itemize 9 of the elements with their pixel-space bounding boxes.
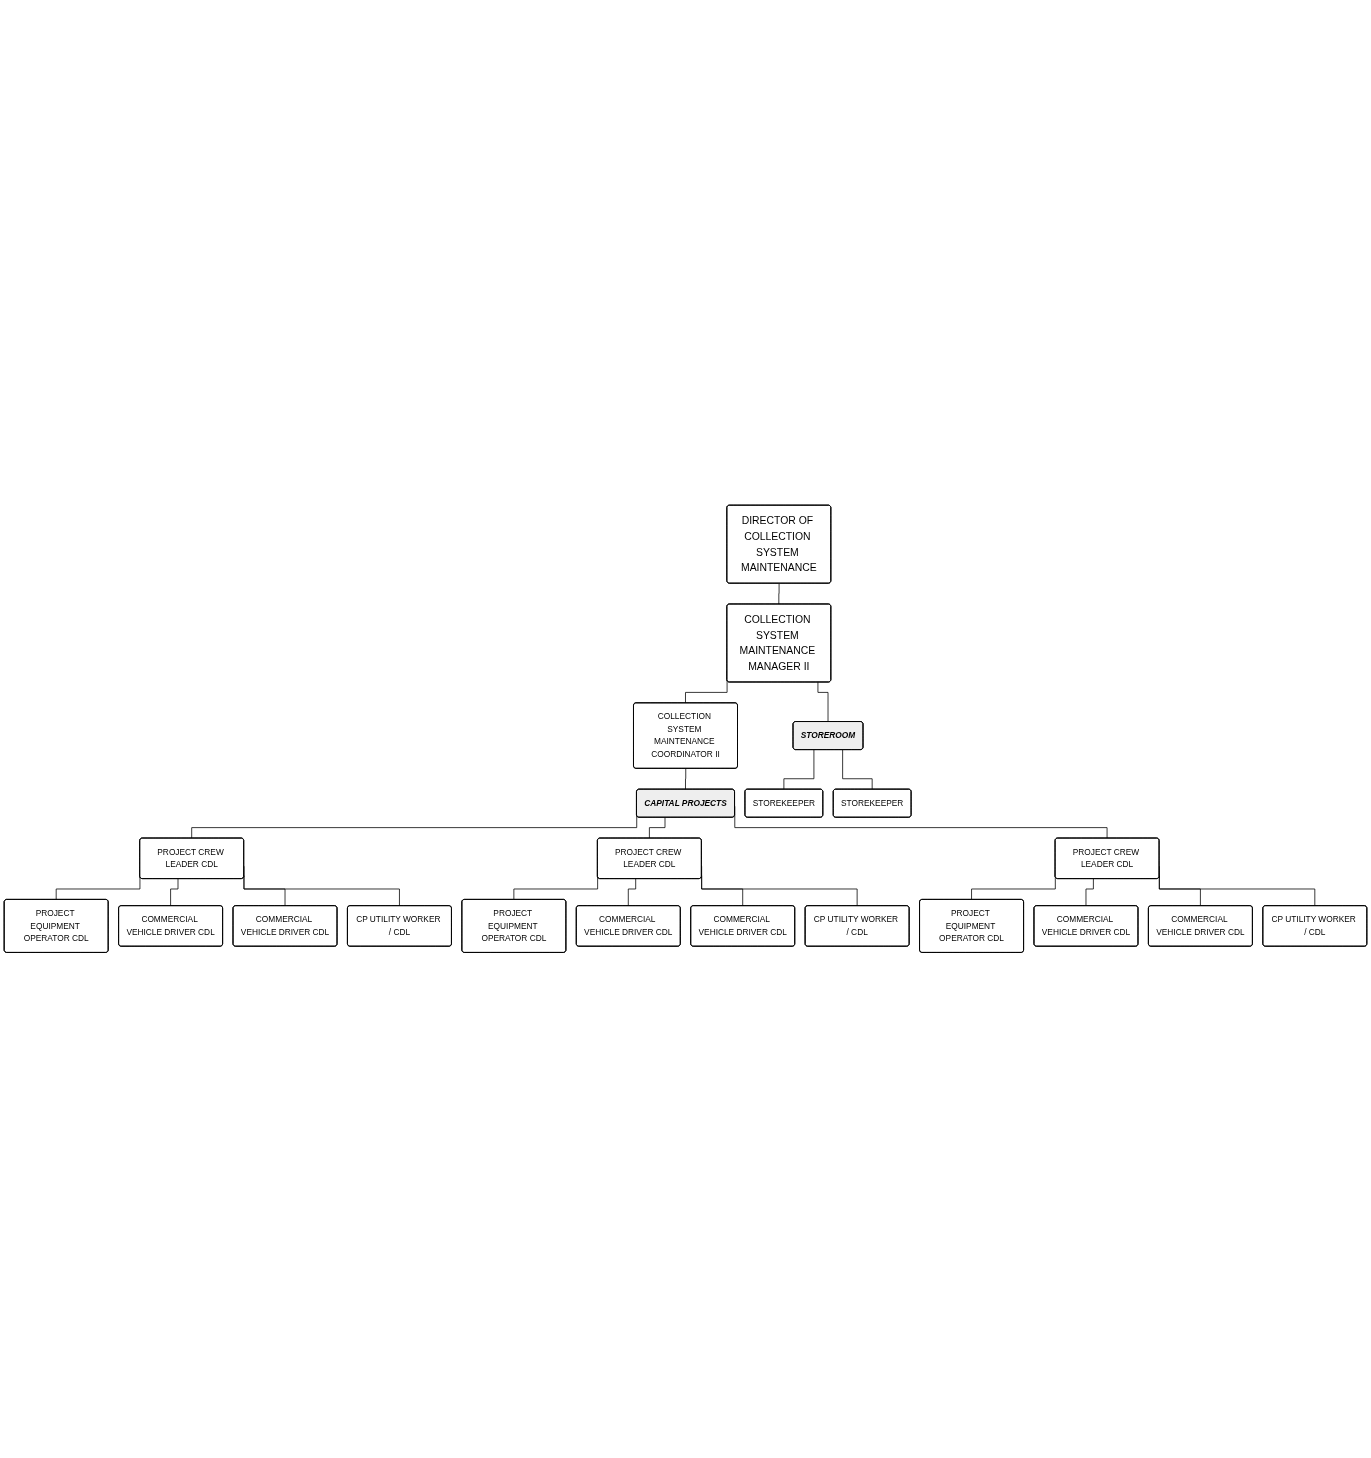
connector	[778, 583, 780, 605]
connector	[783, 749, 815, 790]
connector	[842, 749, 873, 790]
connector	[685, 768, 687, 790]
connector	[170, 878, 179, 907]
connector	[627, 878, 637, 907]
connector	[649, 817, 666, 839]
connector	[817, 682, 829, 723]
connector	[1085, 878, 1094, 907]
